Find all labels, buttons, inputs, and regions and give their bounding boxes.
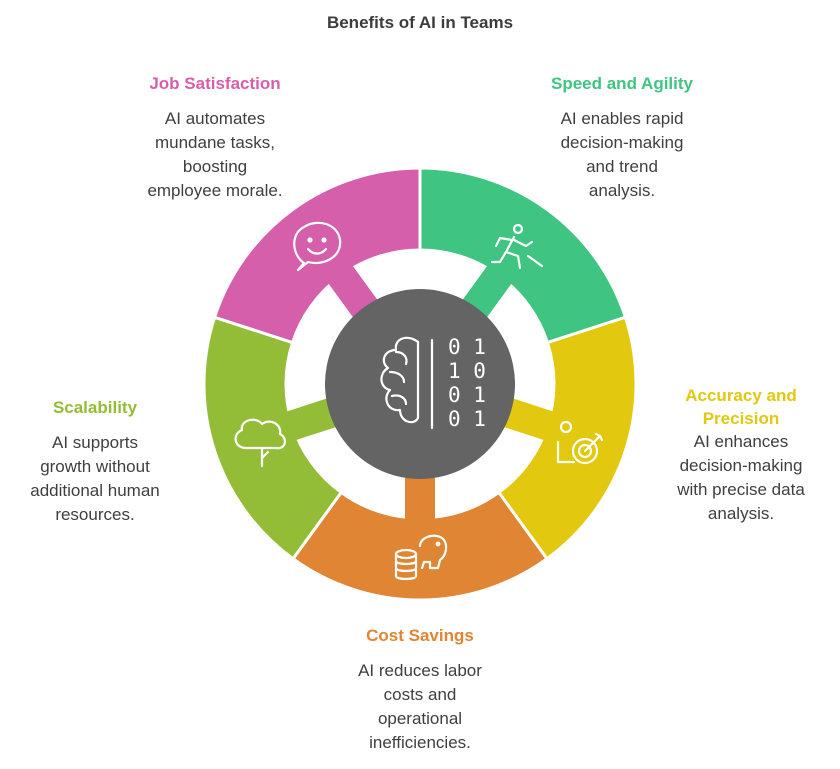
desc-line: mundane tasks,: [154, 133, 275, 152]
desc-line: analysis.: [707, 504, 775, 523]
title-line: Accuracy and: [685, 386, 797, 405]
desc-line: analysis.: [588, 181, 656, 200]
center-circle: [325, 289, 515, 479]
desc-line: inefficiencies.: [369, 733, 471, 752]
desc-line: with precise data: [677, 480, 805, 499]
speed-agility-block: Speed and Agility AI enables rapid decis…: [527, 72, 717, 203]
piggy-bank-coins-icon: [394, 534, 448, 581]
desc-line: employee morale.: [147, 181, 283, 200]
page-title: Benefits of AI in Teams: [326, 13, 514, 32]
desc-line: AI reduces labor: [358, 661, 482, 680]
desc-line: and trend: [586, 157, 658, 176]
speed-agility-desc: AI enables rapid decision-making and tre…: [527, 107, 717, 203]
accuracy-precision-desc: AI enhances decision-making with precise…: [651, 430, 831, 526]
desc-line: AI enhances: [693, 432, 789, 451]
desc-line: operational: [377, 709, 463, 728]
desc-line: growth without: [40, 457, 150, 476]
accuracy-precision-block: Accuracy and Precision AI enhances decis…: [651, 384, 831, 526]
scalability-title: Scalability: [52, 398, 138, 417]
binary-row-2: 1 0: [448, 359, 486, 383]
connector-job: [325, 261, 380, 321]
connector-accuracy: [500, 397, 558, 442]
cost-savings-block: Cost Savings AI reduces labor costs and …: [330, 624, 510, 755]
ring-segment-accuracy: [496, 315, 638, 561]
desc-line: resources.: [55, 505, 135, 524]
binary-row-4: 0 1: [448, 407, 486, 431]
binary-row-3: 0 1: [448, 383, 486, 407]
desc-line: costs and: [383, 685, 457, 704]
desc-line: AI supports: [52, 433, 138, 452]
growing-tree-icon: [234, 418, 286, 468]
binary-digits: 0 1 1 0 0 1 0 1: [448, 335, 486, 431]
job-satisfaction-desc: AI automates mundane tasks, boosting emp…: [120, 107, 310, 203]
job-satisfaction-block: Job Satisfaction AI automates mundane ta…: [120, 72, 310, 203]
running-person-icon: [490, 223, 544, 270]
title-line: Precision: [702, 409, 780, 428]
speed-agility-title: Speed and Agility: [550, 74, 693, 93]
scalability-desc: AI supports growth without additional hu…: [15, 431, 175, 527]
desc-line: boosting: [182, 157, 248, 176]
brain-binary-icon: [380, 336, 434, 430]
cost-savings-desc: AI reduces labor costs and operational i…: [330, 659, 510, 755]
ring-segments: [202, 166, 638, 602]
smiling-chat-bubble-icon: [293, 221, 342, 272]
desc-line: decision-making: [560, 133, 684, 152]
scalability-block: Scalability AI supports growth without a…: [15, 396, 175, 527]
ring-segment-job: [212, 166, 422, 345]
ring-segment-speed: [418, 166, 628, 345]
accuracy-precision-title: Accuracy and Precision: [651, 384, 831, 430]
cost-savings-title: Cost Savings: [366, 626, 474, 645]
target-arrow-icon: [556, 420, 604, 465]
connector-scalability: [282, 397, 340, 442]
connector-speed: [460, 261, 515, 321]
binary-row-1: 0 1: [448, 335, 486, 359]
desc-line: AI automates: [164, 109, 266, 128]
job-satisfaction-title: Job Satisfaction: [149, 74, 281, 93]
desc-line: additional human: [30, 481, 160, 500]
ring-segment-scalability: [202, 315, 344, 561]
desc-line: AI enables rapid: [560, 109, 684, 128]
desc-line: decision-making: [679, 456, 803, 475]
